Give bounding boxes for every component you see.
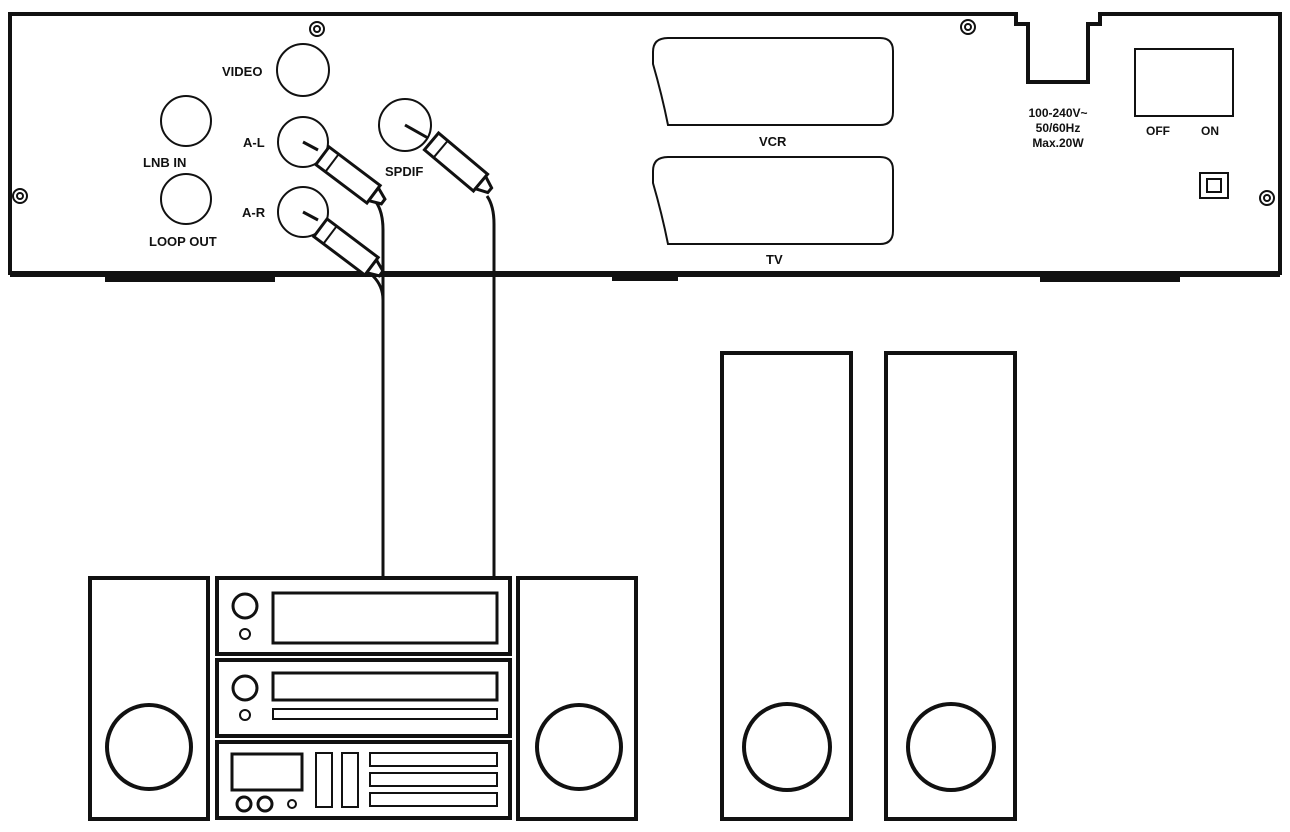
- screw-icon: [1259, 190, 1275, 206]
- amplifier-display: [271, 591, 499, 645]
- hifi-left-speaker: [88, 576, 210, 821]
- audio-cable-right: [302, 210, 385, 301]
- knob-icon: [287, 799, 297, 809]
- hifi-cd-deck-unit: [215, 740, 512, 820]
- square-indicator-icon: [1199, 172, 1229, 199]
- video-jack: [276, 43, 330, 97]
- hifi-tuner-unit: [215, 658, 512, 738]
- speaker-woofer-icon: [105, 703, 193, 791]
- knob-icon: [239, 628, 251, 640]
- speaker-woofer-icon: [742, 702, 832, 792]
- deck-display: [230, 752, 304, 792]
- hifi-right-speaker: [516, 576, 638, 821]
- audio-left-jack: [277, 116, 329, 168]
- deck-tray: [341, 752, 359, 808]
- vcr-label: VCR: [759, 134, 787, 149]
- spdif-label: SPDIF: [385, 164, 423, 179]
- speaker-woofer-icon: [906, 702, 996, 792]
- knob-icon: [235, 795, 253, 813]
- deck-slot: [369, 752, 498, 767]
- screw-icon: [960, 19, 976, 35]
- knob-icon: [231, 674, 259, 702]
- power-switch: [1134, 48, 1234, 117]
- receiver-rear-panel: VIDEO LNB IN LOOP OUT A-L A-R SPDIF VCR …: [8, 12, 1282, 282]
- speaker-woofer-icon: [535, 703, 623, 791]
- tv-label: TV: [766, 252, 783, 267]
- lnb-in-label: LNB IN: [143, 155, 186, 170]
- tv-scart-connector: [652, 156, 894, 245]
- panel-foot-center: [612, 276, 678, 281]
- spdif-jack: [378, 98, 432, 152]
- tower-speaker-left: [720, 351, 853, 821]
- screw-icon: [12, 188, 28, 204]
- tuner-display: [271, 671, 499, 702]
- audio-cable-left: [302, 140, 387, 578]
- vcr-scart-connector: [652, 37, 894, 126]
- video-label: VIDEO: [222, 64, 262, 79]
- deck-slot: [369, 792, 498, 807]
- knob-icon: [231, 592, 259, 620]
- deck-slot: [369, 772, 498, 787]
- deck-tray: [315, 752, 333, 808]
- panel-foot-left: [105, 276, 275, 282]
- power-voltage-label: 100-240V~: [1028, 106, 1087, 120]
- on-label: ON: [1201, 124, 1219, 138]
- panel-foot-right: [1040, 276, 1180, 282]
- audio-left-label: A-L: [243, 135, 265, 150]
- screw-icon: [309, 21, 325, 37]
- tuner-slot: [272, 708, 498, 720]
- knob-icon: [239, 709, 251, 721]
- off-label: OFF: [1146, 124, 1170, 138]
- hifi-amplifier-unit: [215, 576, 512, 656]
- power-frequency-label: 50/60Hz: [1036, 121, 1081, 135]
- loop-out-label: LOOP OUT: [149, 234, 217, 249]
- audio-right-label: A-R: [242, 205, 266, 220]
- knob-icon: [256, 795, 274, 813]
- spdif-cable: [404, 123, 496, 578]
- tower-speaker-right: [884, 351, 1017, 821]
- lnb-in-jack: [160, 95, 212, 147]
- panel-outline: [8, 12, 1282, 275]
- loop-out-jack: [160, 173, 212, 225]
- power-max-label: Max.20W: [1032, 136, 1084, 150]
- audio-right-jack: [277, 186, 329, 238]
